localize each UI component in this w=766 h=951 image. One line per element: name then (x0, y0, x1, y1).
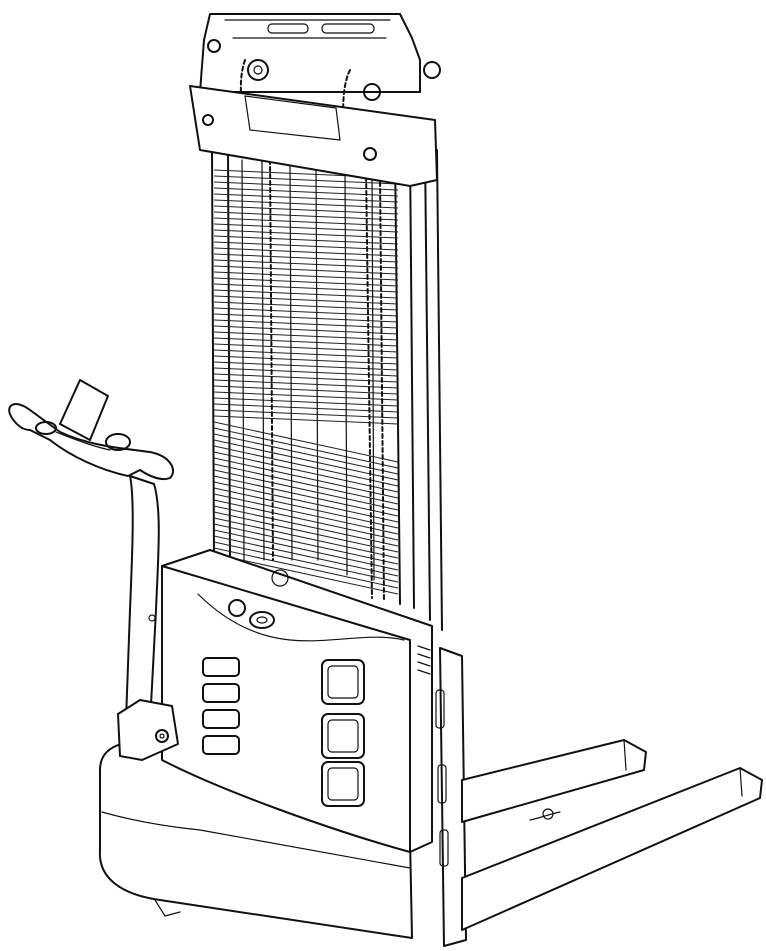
mesh-slat (213, 301, 399, 311)
mesh-slat (213, 391, 399, 401)
tiller-grip-right (105, 433, 131, 451)
tiller-arm (8, 379, 179, 761)
truck-body (98, 549, 433, 939)
mesh-slat (213, 331, 399, 341)
mesh-slat (213, 529, 399, 571)
mesh-slat (213, 445, 399, 487)
mesh-slat (213, 373, 399, 383)
mesh-slat (213, 427, 399, 469)
top-knob (271, 569, 289, 587)
mesh-slat (213, 505, 399, 547)
mesh-slat (213, 337, 399, 347)
fork-carriage (435, 647, 467, 947)
tiller-grip-left (35, 421, 57, 435)
mesh-slat (213, 553, 399, 595)
forks (461, 739, 763, 931)
mesh-slat (213, 499, 399, 541)
tiller-head (59, 379, 109, 441)
mesh-slat (213, 469, 399, 511)
mesh-slat (213, 421, 399, 463)
mesh-slat (213, 175, 399, 185)
mesh-slat (213, 355, 399, 365)
mesh-slat (213, 517, 399, 559)
mesh-slat (213, 475, 399, 517)
mesh-slat (213, 535, 399, 577)
mesh-slat (213, 487, 399, 529)
mast-head (189, 13, 441, 187)
mesh-slat (213, 415, 399, 425)
mesh-slat (213, 457, 399, 499)
mesh-slat (213, 523, 399, 565)
mesh-slat (213, 547, 399, 589)
mesh-slat (213, 403, 399, 413)
mesh-slat (213, 511, 399, 553)
mesh-slat (213, 361, 399, 371)
mesh-slat (213, 349, 399, 359)
mesh-slat (213, 433, 399, 475)
mesh-slat (213, 481, 399, 523)
mesh-slat (213, 541, 399, 583)
mesh-slat (213, 463, 399, 505)
mesh-slat (213, 451, 399, 493)
mesh-slat (213, 397, 399, 407)
mesh-slat (213, 379, 399, 389)
mesh-slat (213, 343, 399, 353)
mesh-slat (213, 493, 399, 535)
mast (211, 149, 443, 631)
mesh-slat (213, 181, 399, 191)
mesh-slat (213, 217, 399, 227)
mesh-slat (213, 439, 399, 481)
mesh-slat (213, 259, 399, 269)
mesh-slat (213, 409, 399, 419)
mesh-slat (213, 367, 399, 377)
mesh-slat (213, 385, 399, 395)
